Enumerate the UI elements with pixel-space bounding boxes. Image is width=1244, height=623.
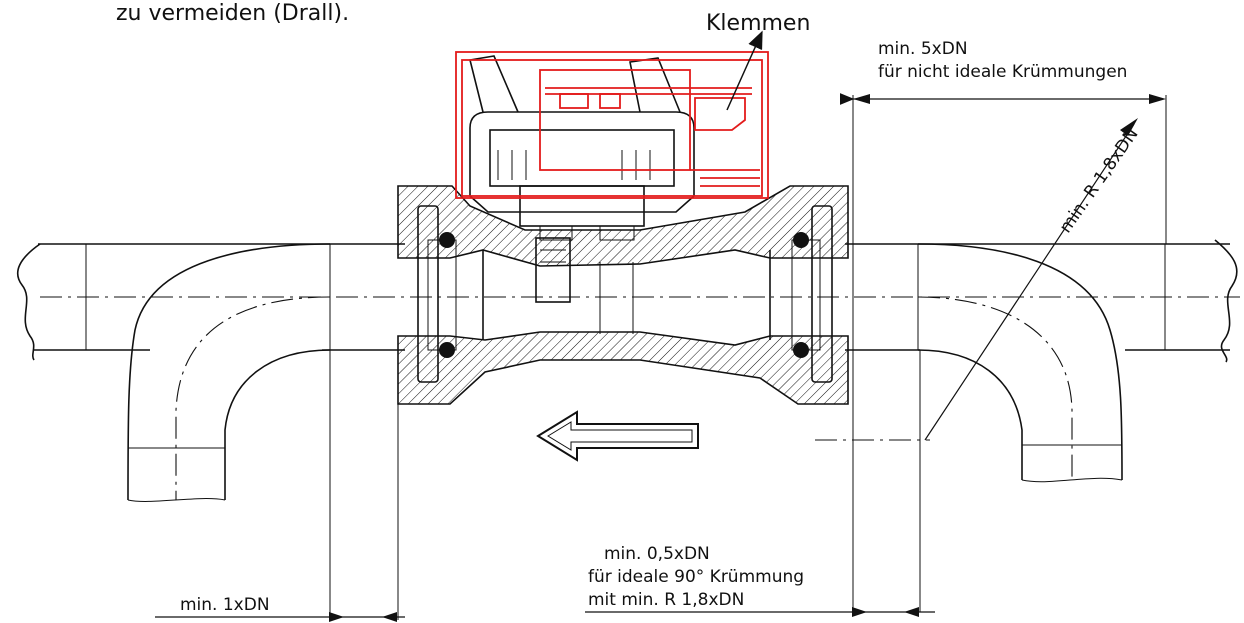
right-pipe [845, 239, 1238, 483]
dim-05xdn-line1: min. 0,5xDN [604, 544, 710, 564]
dim-5xdn-line1: min. 5xDN [878, 39, 968, 59]
meter-body [397, 185, 849, 405]
dim-5xdn-line2: für nicht ideale Krümmungen [878, 62, 1127, 82]
klemmen-label: Klemmen [706, 11, 810, 36]
right-pipe-wavy-end [1214, 239, 1238, 363]
transmitter-head [469, 55, 695, 241]
dim-1xdn-label: min. 1xDN [180, 595, 270, 615]
terminal-compartment-highlight [455, 51, 769, 199]
radius-label: min. R 1,8xDN [1056, 125, 1143, 237]
dimension-05xdn [585, 350, 935, 617]
top-note: zu vermeiden (Drall). [116, 1, 349, 26]
dimension-5xdn [839, 93, 1167, 612]
dim-05xdn-line2: für ideale 90° Krümmung [588, 567, 804, 587]
left-pipe-wavy-end [16, 243, 41, 361]
dimension-radius [815, 118, 1138, 441]
left-pipe [16, 243, 405, 502]
dimension-1xdn [155, 350, 405, 622]
flow-direction-arrow [536, 410, 699, 462]
klemmen-leader [726, 30, 763, 111]
dim-05xdn-line3: mit min. R 1,8xDN [588, 590, 744, 610]
